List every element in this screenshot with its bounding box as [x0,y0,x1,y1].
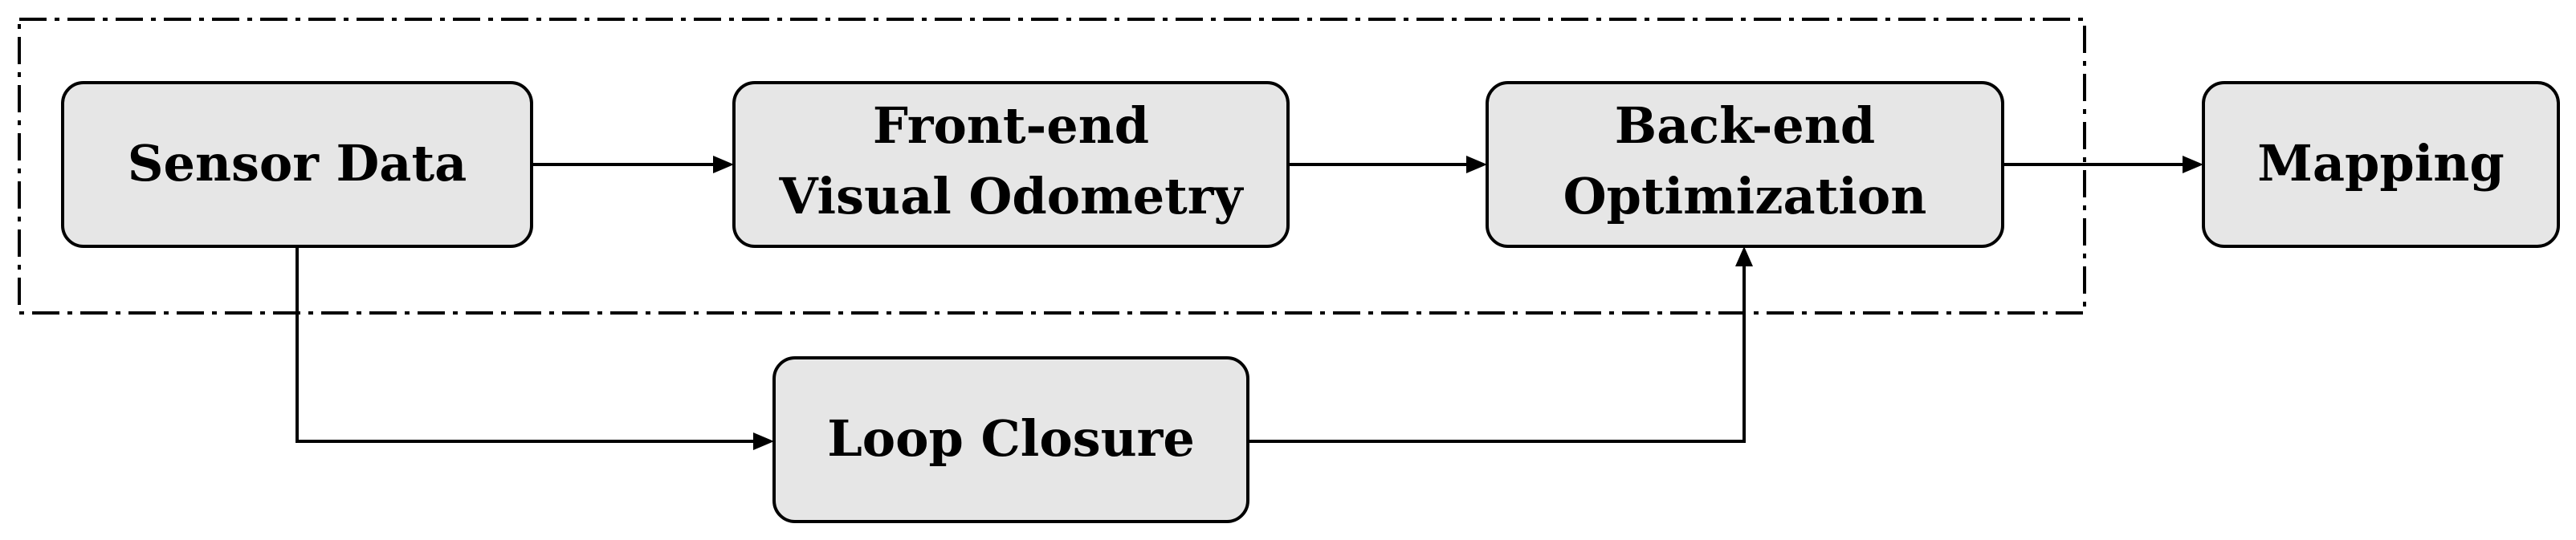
node-mapping-label: Mapping [2257,134,2505,193]
node-loop-closure-label: Loop Closure [827,409,1195,468]
arrowhead-frontend [713,156,734,173]
node-front-end-box [732,81,1290,248]
node-front-end-label-line1: Front-end [873,96,1149,155]
connectors [296,156,2203,450]
node-loop-closure-box [772,356,1249,523]
edge-loop-closure-to-backend [1248,266,1746,443]
node-front-end-label-line2: Visual Odometry [779,167,1245,225]
node-back-end-label-line1: Back-end [1615,96,1875,155]
node-mapping-box [2202,81,2560,248]
node-mapping: Mapping [2202,81,2560,248]
arrowhead-mapping [2183,156,2203,173]
node-loop-closure: Loop Closure [772,356,1249,523]
arrowhead-loop-closure [753,432,774,450]
arrowhead-backend-feedback [1735,246,1753,266]
node-back-end: Back-end Optimization [1486,81,2004,248]
node-sensor-data-box [61,81,533,248]
edge-sensor-to-loop-closure [296,246,753,443]
node-sensor-data: Sensor Data [61,81,533,248]
arrowhead-backend [1466,156,1487,173]
node-sensor-data-label: Sensor Data [128,134,467,193]
node-front-end: Front-end Visual Odometry [732,81,1290,248]
node-back-end-label-line2: Optimization [1563,167,1927,225]
slam-frontend-backend-frame [18,18,2086,315]
node-back-end-box [1486,81,2004,248]
